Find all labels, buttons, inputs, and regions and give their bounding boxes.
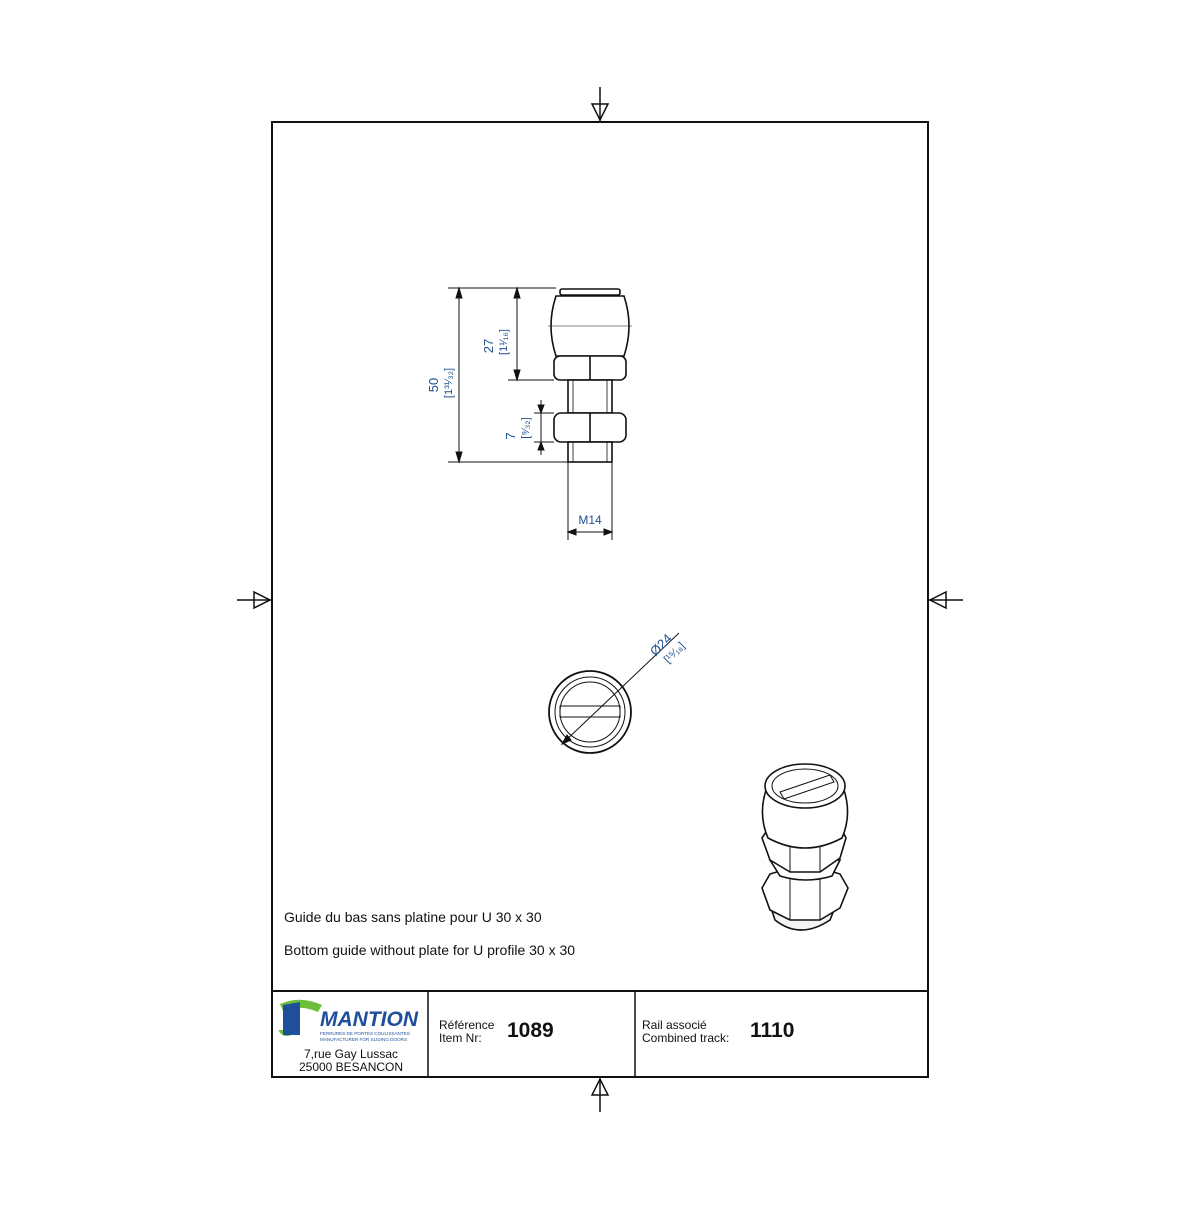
reference-label-fr: Référence	[439, 1018, 495, 1032]
logo-text: MANTION	[320, 1008, 419, 1031]
mantion-logo: MANTION FERRURES DE PORTES COULISSANTES …	[277, 999, 420, 1042]
logo-tagline-1: FERRURES DE PORTES COULISSANTES	[320, 1031, 410, 1036]
dimension-diameter: Ø24 [¹⁵⁄₁₆]	[647, 631, 688, 666]
dimension-50: 50 [1³¹⁄₃₂]	[426, 368, 455, 398]
centering-mark-bottom	[590, 1077, 610, 1112]
dimension-7-inch: [⁹⁄₃₂]	[520, 417, 532, 438]
centering-mark-left	[237, 590, 272, 610]
logo-tagline-2: MANUFACTURER FOR SLIDING DOORS	[320, 1037, 407, 1042]
track-label: Rail associé Combined track:	[642, 1019, 729, 1045]
address-city: 25000 BESANCON	[298, 1060, 404, 1074]
track-value: 1110	[750, 1019, 795, 1042]
company-address: 7,rue Gay Lussac 25000 BESANCON	[276, 1048, 426, 1074]
description-french: Guide du bas sans platine pour U 30 x 30	[284, 909, 542, 925]
dimension-thread: M14	[578, 513, 602, 527]
centering-mark-top	[590, 87, 610, 122]
address-street: 7,rue Gay Lussac	[303, 1047, 399, 1061]
track-label-fr: Rail associé	[642, 1018, 707, 1032]
reference-label-en: Item Nr:	[439, 1031, 482, 1045]
dimension-50-inch: [1³¹⁄₃₂]	[443, 368, 455, 398]
guide-top-view	[548, 632, 680, 754]
reference-value: 1089	[507, 1019, 554, 1042]
description-english: Bottom guide without plate for U profile…	[284, 942, 576, 958]
dimension-50-value: 50	[426, 378, 441, 392]
reference-label: Référence Item Nr:	[439, 1019, 494, 1045]
sheet-frame	[271, 121, 929, 1078]
track-label-en: Combined track:	[642, 1031, 730, 1045]
dimension-7-value: 7	[503, 432, 518, 439]
dimension-27-value: 27	[481, 339, 496, 353]
centering-mark-right	[928, 590, 963, 610]
dimension-27: 27 [1¹⁄₁₆]	[481, 329, 510, 355]
dimension-27-inch: [1¹⁄₁₆]	[498, 329, 510, 355]
guide-side-view	[548, 288, 632, 463]
guide-3d-view	[761, 763, 849, 931]
dimension-7: 7 [⁹⁄₃₂]	[503, 417, 532, 439]
dimension-lines	[448, 286, 614, 540]
